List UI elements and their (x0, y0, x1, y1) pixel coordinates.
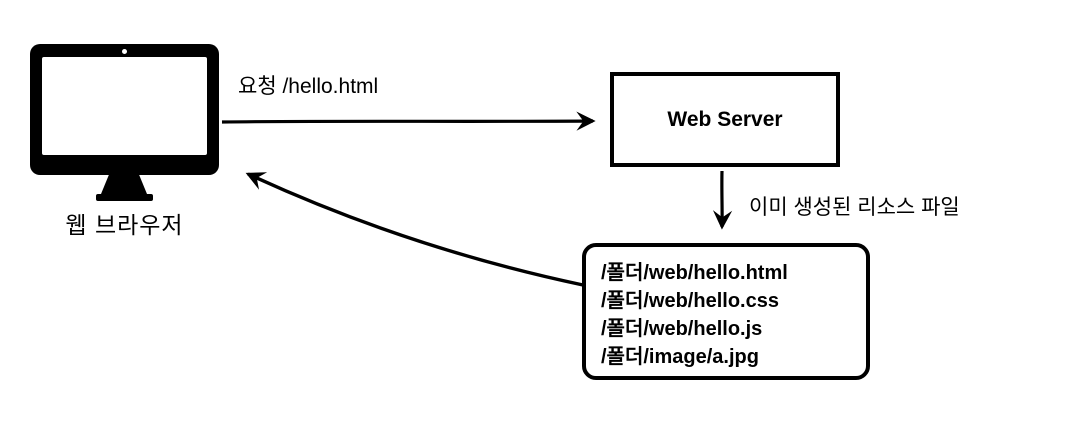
monitor-stand-neck (101, 175, 147, 194)
computer-monitor-icon (30, 44, 219, 175)
file-path: /폴더/image/a.jpg (601, 346, 759, 368)
browser-label: 웹 브라우저 (65, 212, 184, 238)
monitor-stand-base (96, 194, 153, 201)
request-arrow (221, 111, 596, 131)
file-path: /폴더/web/hello.js (601, 318, 763, 340)
request-arrow-label: 요청 /hello.html (238, 75, 379, 98)
resource-files-box: /폴더/web/hello.html /폴더/web/hello.css /폴더… (582, 243, 870, 380)
response-arrow (245, 172, 584, 287)
response-arrow-label: 이미 생성된 리소스 파일 (749, 196, 960, 219)
file-path: /폴더/web/hello.css (601, 290, 779, 312)
monitor-camera-dot (122, 49, 127, 54)
monitor-screen (42, 57, 207, 155)
web-server-label: Web Server (667, 107, 783, 131)
file-path: /폴더/web/hello.html (601, 262, 788, 284)
web-server-box: Web Server (610, 72, 840, 167)
